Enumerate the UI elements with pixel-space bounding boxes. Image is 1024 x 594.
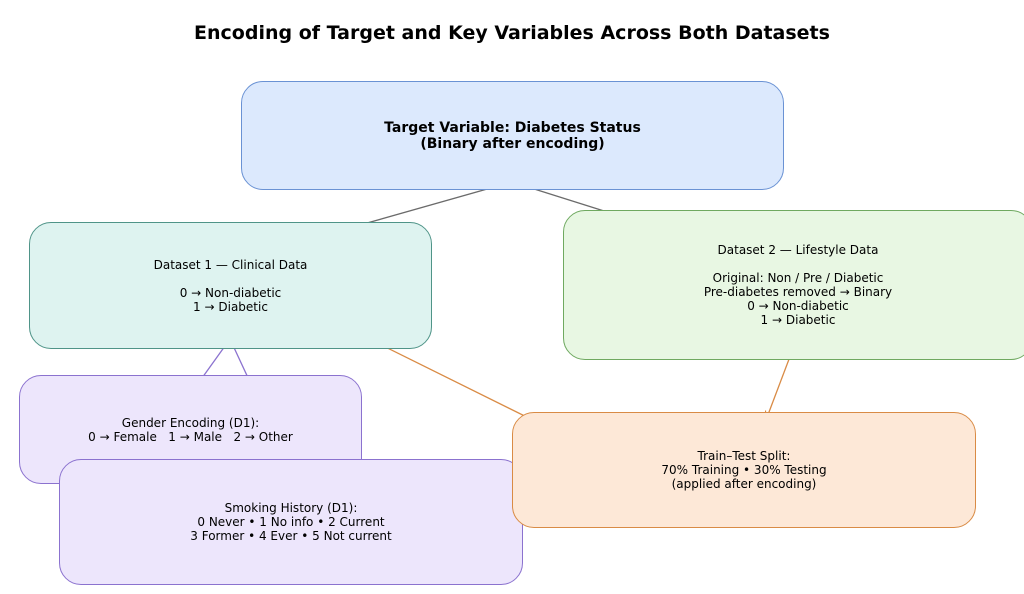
target-line-2: (Binary after encoding) [420, 135, 605, 152]
split-line-1: Train–Test Split: [697, 449, 791, 463]
smoking-line-2: 0 Never • 1 No info • 2 Current [197, 515, 385, 529]
target-line-1: Target Variable: Diabetes Status [384, 119, 641, 136]
node-dataset-1: Dataset 1 — Clinical Data 0 → Non-diabet… [29, 222, 432, 349]
node-train-test-split: Train–Test Split: 70% Training • 30% Tes… [512, 412, 976, 528]
dataset2-line-3: 0 → Non-diabetic [747, 299, 849, 313]
dataset2-line-2: Pre-diabetes removed → Binary [703, 285, 893, 299]
gender-line-2: 0 → Female 1 → Male 2 → Other [88, 429, 293, 444]
dataset1-line-2: 1 → Diabetic [193, 299, 268, 314]
smoking-line-3: 3 Former • 4 Ever • 5 Not current [190, 529, 392, 543]
node-dataset-2: Dataset 2 — Lifestyle Data Original: Non… [563, 210, 1024, 360]
dataset2-line-1: Original: Non / Pre / Diabetic [712, 271, 884, 285]
dataset2-heading: Dataset 2 — Lifestyle Data [717, 243, 879, 257]
dataset1-line-1: 0 → Non-diabetic [179, 285, 282, 300]
node-smoking-history: Smoking History (D1): 0 Never • 1 No inf… [59, 459, 523, 585]
diagram-title: Encoding of Target and Key Variables Acr… [194, 22, 830, 44]
split-line-3: (applied after encoding) [671, 477, 817, 491]
dataset1-heading: Dataset 1 — Clinical Data [153, 257, 308, 272]
dataset2-line-4: 1 → Diabetic [760, 313, 836, 327]
smoking-line-1: Smoking History (D1): [224, 501, 358, 515]
gender-line-1: Gender Encoding (D1): [121, 415, 260, 430]
split-line-2: 70% Training • 30% Testing [661, 463, 827, 477]
node-target-variable: Target Variable: Diabetes Status (Binary… [241, 81, 784, 190]
